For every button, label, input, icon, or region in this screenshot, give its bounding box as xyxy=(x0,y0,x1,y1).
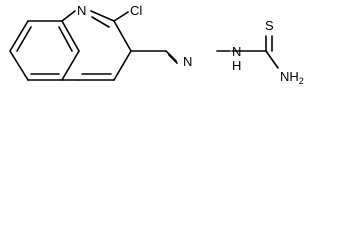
double-bond-inner xyxy=(58,26,73,52)
side-chain xyxy=(113,11,279,69)
double-bond-inner xyxy=(16,26,32,52)
bond xyxy=(61,20,80,52)
bond xyxy=(61,50,80,81)
hydrazine-hydrogen-label: H xyxy=(232,58,241,73)
bond xyxy=(113,50,132,81)
imine-nitrogen-label: N xyxy=(183,54,192,69)
chemical-structure: N Cl N N H S NH2 xyxy=(9,3,304,86)
pyridine-ring xyxy=(61,10,132,81)
bond xyxy=(113,11,129,22)
hydrazine-nitrogen-label: N xyxy=(232,44,241,59)
bond xyxy=(9,50,29,81)
amine-subscript: 2 xyxy=(299,76,304,86)
bond xyxy=(61,10,76,22)
sulfur-label: S xyxy=(265,18,274,33)
double-bond xyxy=(168,54,178,64)
bond xyxy=(265,50,279,69)
chlorine-label: Cl xyxy=(130,3,142,18)
benzene-ring xyxy=(9,20,80,81)
bond xyxy=(9,20,29,52)
ring-nitrogen-label: N xyxy=(77,3,86,18)
bond xyxy=(90,10,115,22)
amine-nh: NH xyxy=(280,69,299,84)
amine-label: NH2 xyxy=(280,69,304,86)
bond xyxy=(113,20,132,52)
double-bond-inner xyxy=(91,16,110,28)
